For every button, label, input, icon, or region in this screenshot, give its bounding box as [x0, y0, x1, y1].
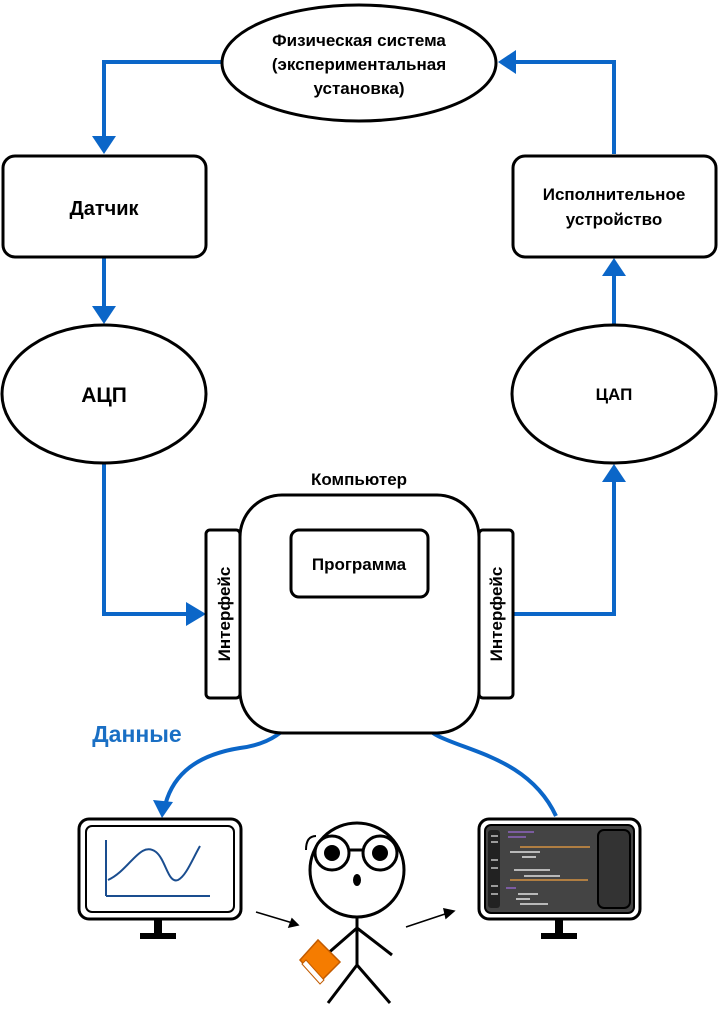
code-monitor-icon [477, 817, 642, 939]
flow-arrows-figure [255, 908, 456, 929]
node-physical-system: Физическая система (экспериментальная ус… [220, 3, 498, 123]
adc-label: АЦП [81, 384, 127, 407]
arrow-system-to-sensor [102, 60, 222, 140]
book-icon [298, 938, 342, 985]
program-label: Программа [312, 555, 407, 574]
node-sensor: Датчик [1, 154, 208, 259]
sensor-label: Датчик [69, 198, 139, 220]
node-dac: ЦАП [510, 323, 718, 465]
node-adc: АЦП [0, 323, 208, 465]
node-program: Программа [289, 528, 430, 599]
actuator-label-line1: Исполнительное [543, 185, 686, 204]
physical-system-label-line2: (экспериментальная [272, 55, 446, 74]
stick-figure-icon [305, 821, 406, 1004]
node-computer: Компьютер [238, 470, 481, 735]
dac-label: ЦАП [596, 385, 633, 404]
arrow-actuator-to-system [512, 60, 616, 154]
plot-monitor-icon [77, 817, 243, 939]
physical-system-label-line1: Физическая система [272, 31, 446, 50]
computer-label: Компьютер [311, 470, 407, 489]
node-actuator: Исполнительное устройство [511, 154, 718, 259]
arrow-interface-to-dac [514, 478, 616, 616]
physical-system-label-line3: установка) [314, 79, 405, 98]
arrow-adc-to-interface [102, 462, 190, 616]
interface-right-label: Интерфейс [487, 567, 506, 662]
actuator-label-line2: устройство [566, 210, 662, 229]
node-interface-left: Интерфейс [204, 528, 242, 700]
interface-left-label: Интерфейс [215, 567, 234, 662]
data-label: Данные [92, 721, 181, 747]
node-interface-right: Интерфейс [477, 528, 515, 700]
